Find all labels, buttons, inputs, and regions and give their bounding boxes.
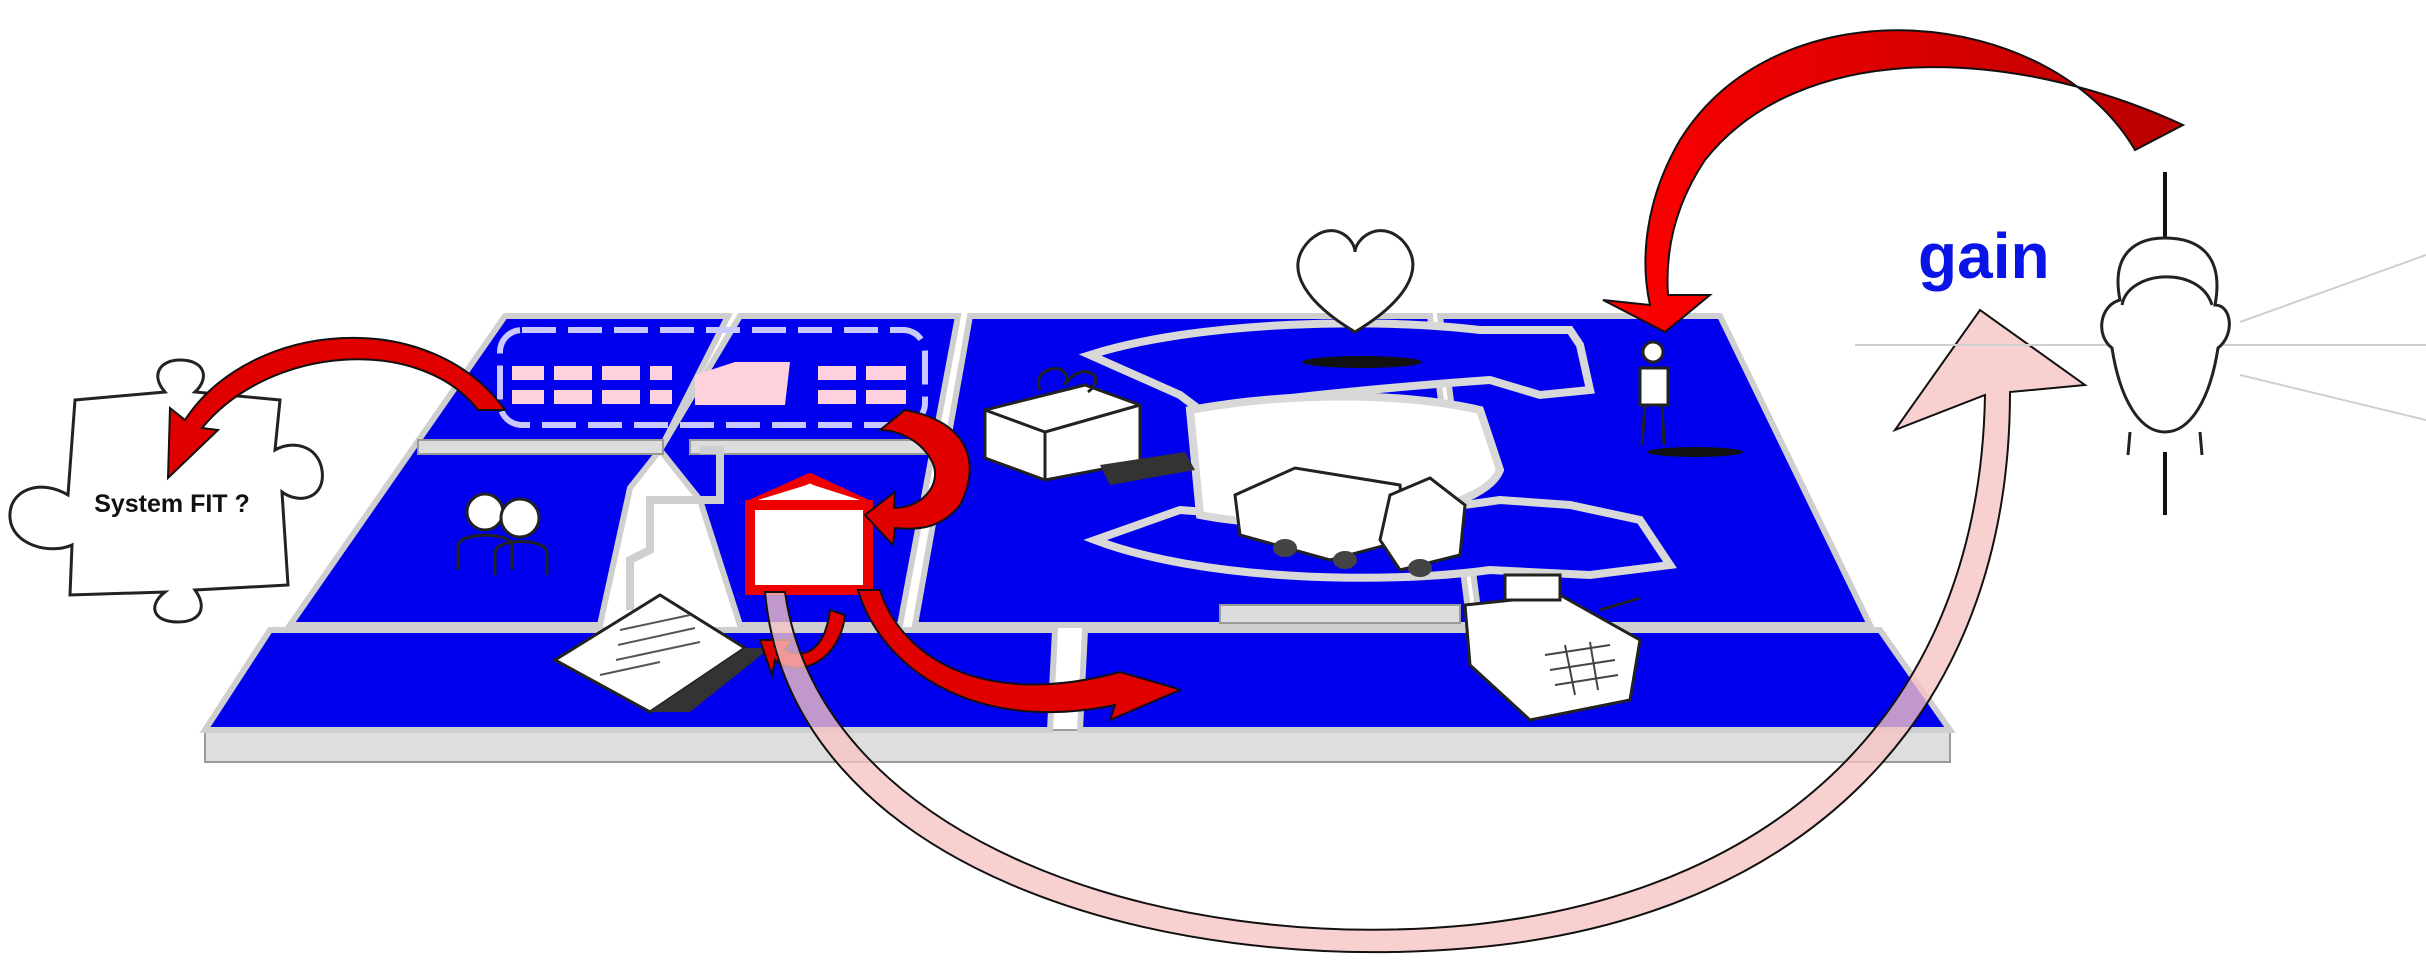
pink-resource-marks	[512, 362, 906, 405]
two-people-icon	[456, 492, 549, 575]
customer-face-group	[1855, 172, 2426, 515]
heart-icon	[1296, 229, 1422, 368]
customer-face-icon	[2100, 236, 2231, 434]
tile-seam	[626, 446, 724, 610]
arrow-to-gain	[763, 308, 2088, 954]
puzzle-piece: System FIT ?	[8, 358, 324, 624]
gift-box-icon	[983, 367, 1195, 485]
arrow-house-to-revenue	[856, 589, 1183, 722]
sight-line-lower	[2239, 374, 2426, 421]
system-fit-label: System FIT ?	[94, 490, 250, 518]
tile-key-partners	[284, 313, 733, 628]
arrow-to-house	[863, 408, 971, 548]
arrow-to-puzzle	[166, 336, 507, 481]
sight-line-upper	[2239, 254, 2426, 323]
key-resources-box	[497, 327, 928, 428]
puzzle-piece-icon	[8, 358, 324, 624]
standing-person-icon	[1638, 340, 1743, 457]
house-icon	[745, 473, 873, 595]
strip-mid	[689, 439, 941, 455]
cash-register-icon	[1463, 573, 1642, 722]
gain-label: gain	[1918, 220, 2050, 292]
strip-left	[417, 439, 664, 455]
delivery-truck-icon	[1233, 466, 1467, 577]
arrow-face-to-customer	[1602, 29, 2186, 334]
strip-bottom	[1219, 604, 1461, 624]
dashed-resource-frame	[497, 327, 928, 428]
board-front-edge	[204, 729, 1951, 763]
contract-document-icon	[552, 593, 770, 714]
